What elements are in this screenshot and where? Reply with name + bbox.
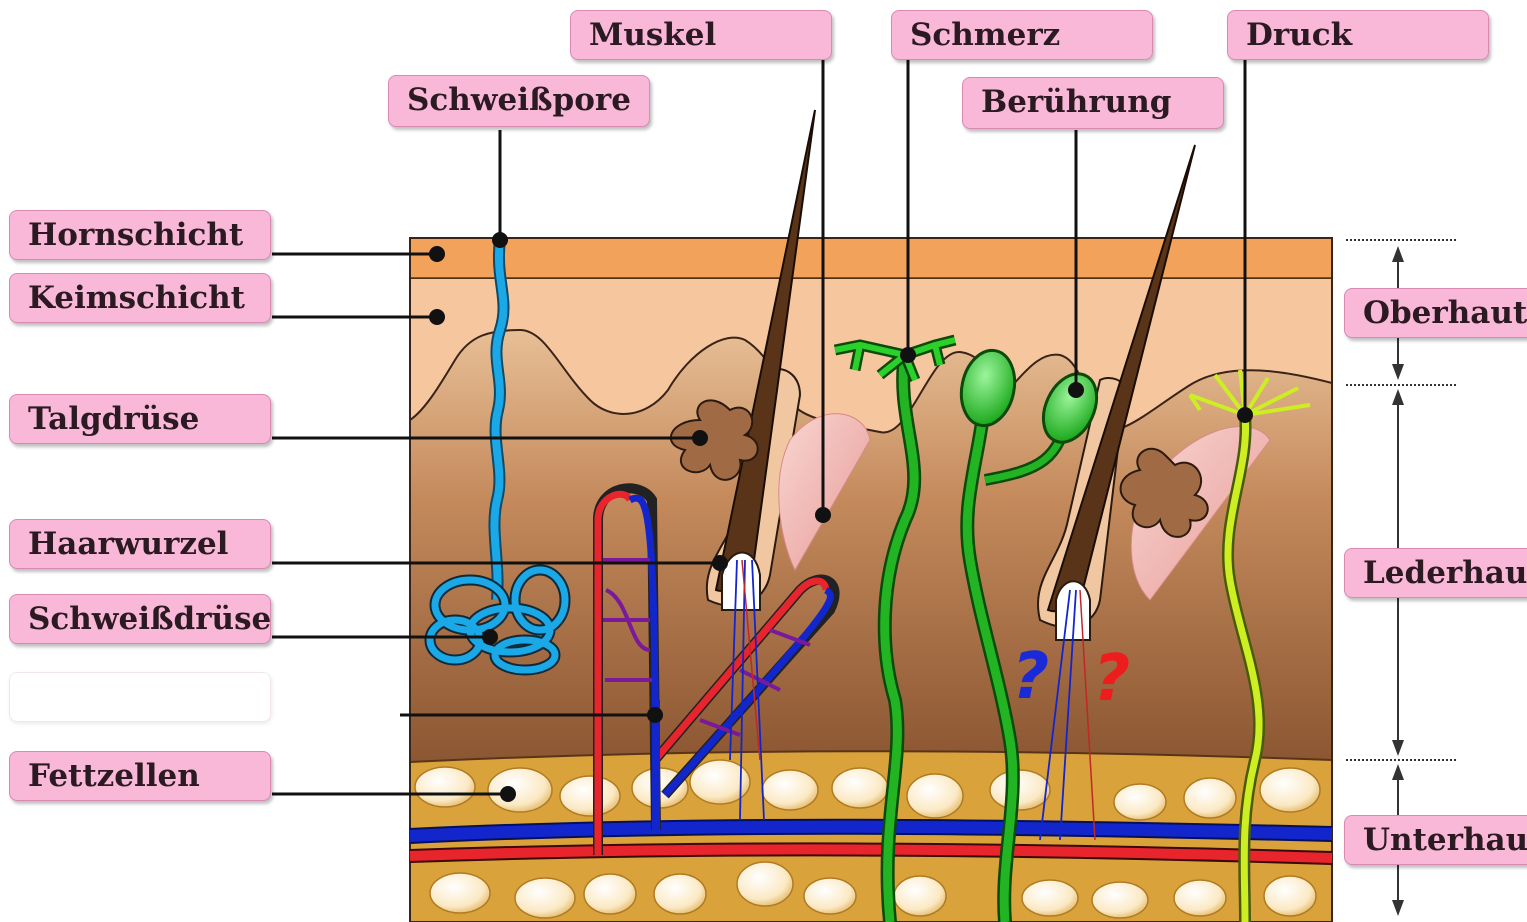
label-schmerz: Schmerz <box>891 10 1153 60</box>
label-beruehrung: Berührung <box>962 77 1224 129</box>
label-blank-blutgefaesse <box>9 672 271 722</box>
label-schweisspore: Schweißpore <box>388 75 650 127</box>
label-hornschicht: Hornschicht <box>9 210 271 260</box>
label-lederhaut: Lederhaut <box>1344 548 1527 598</box>
label-schweissdruese: Schweißdrüse <box>9 594 271 644</box>
label-druck: Druck <box>1227 10 1489 60</box>
label-unterhaut: Unterhaut <box>1344 815 1527 865</box>
hornschicht-layer <box>410 238 1332 278</box>
label-haarwurzel: Haarwurzel <box>9 519 271 569</box>
label-muskel: Muskel <box>570 10 832 60</box>
label-fettzellen: Fettzellen <box>9 751 271 801</box>
question-mark-red: ? <box>1093 642 1130 716</box>
label-talgdruese: Talgdrüse <box>9 394 271 444</box>
label-keimschicht: Keimschicht <box>9 273 271 323</box>
question-mark-blue: ? <box>1012 640 1049 714</box>
label-oberhaut: Oberhaut <box>1344 288 1527 338</box>
